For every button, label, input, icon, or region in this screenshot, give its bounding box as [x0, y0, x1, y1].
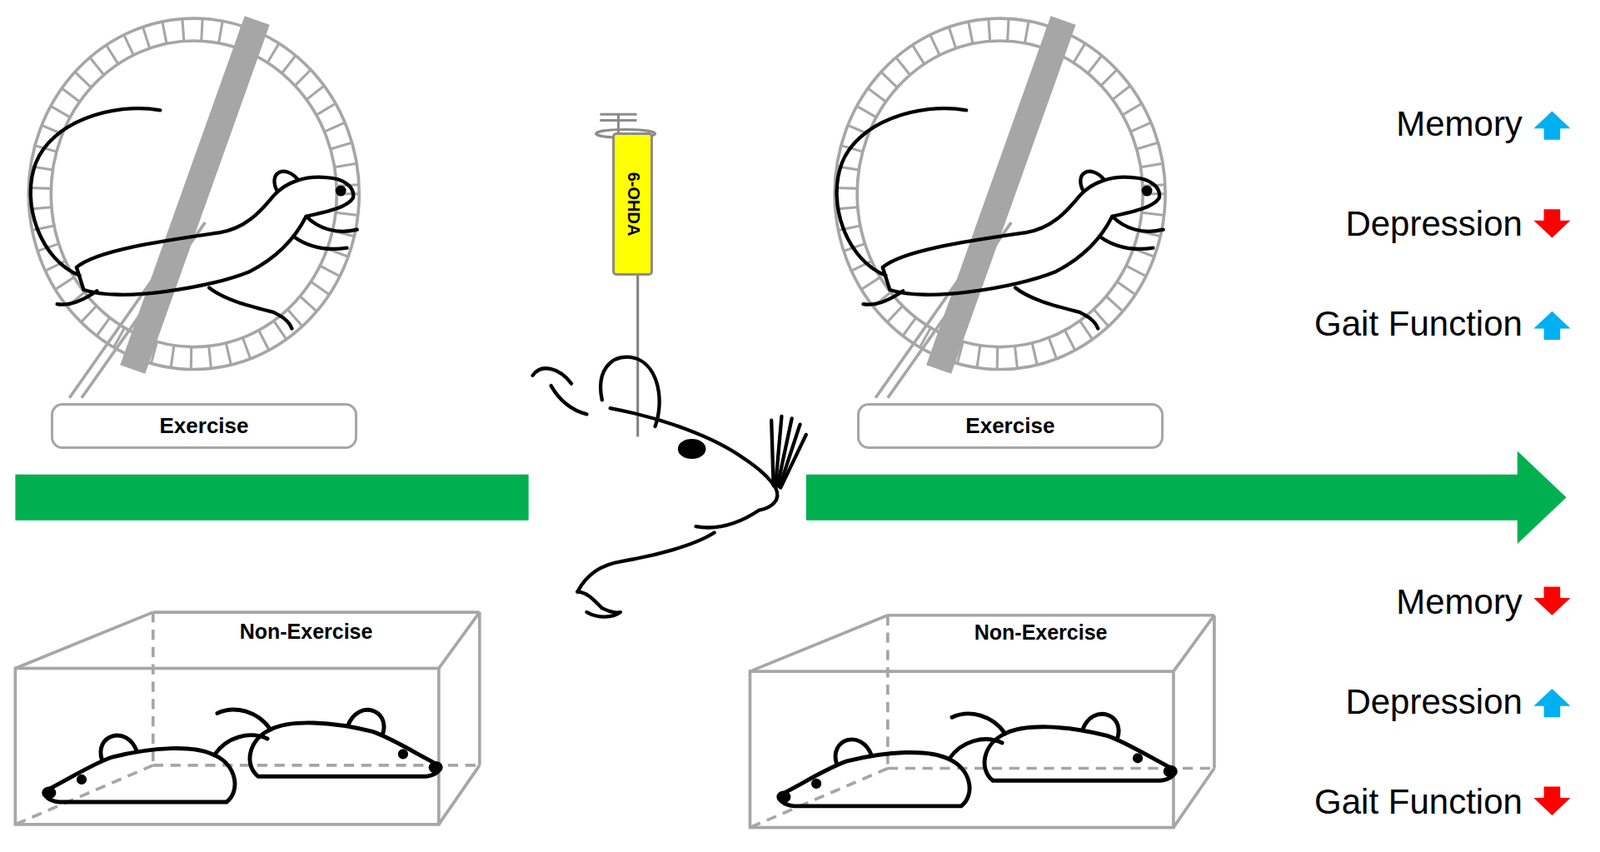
- increase-arrow: [1533, 688, 1571, 718]
- scaled-art: [14, 612, 479, 825]
- syringe-barrel: 6-OHDA: [612, 132, 653, 276]
- injected-rat: [577, 533, 714, 593]
- injected-rat: [551, 385, 588, 414]
- drug-label: 6-OHDA: [623, 172, 643, 237]
- outcome-label: Memory: [1395, 582, 1523, 623]
- increase-arrow: [1533, 111, 1571, 140]
- injected-rat: [610, 408, 776, 489]
- scaled-art: [28, 18, 359, 399]
- scaled-art: [778, 713, 1177, 807]
- injected-rat: [533, 368, 573, 384]
- wheel-base-label: Exercise: [50, 403, 358, 449]
- increase-arrow: [1533, 311, 1571, 340]
- cage-box: Non-Exercise: [749, 615, 1214, 829]
- wheel-base-label: Exercise: [857, 403, 1164, 449]
- timeline-arrow: [806, 451, 1567, 544]
- injected-rat: [696, 488, 778, 529]
- outcome-label: Memory: [1395, 104, 1523, 145]
- injected-rat: [577, 592, 620, 618]
- injected-rat: [533, 357, 807, 618]
- outcome-label: Gait Function: [1314, 304, 1523, 344]
- scaled-art: [749, 615, 1214, 828]
- outcome-label: Depression: [1345, 682, 1522, 723]
- group-label: Exercise: [159, 413, 250, 439]
- decrease-arrow: [1533, 787, 1571, 816]
- outcome-label: Gait Function: [1314, 782, 1523, 823]
- scaled-art: [834, 18, 1166, 399]
- decrease-arrow: [1533, 586, 1571, 615]
- scaled-art: [44, 709, 442, 803]
- decrease-arrow: [1533, 209, 1571, 238]
- scaled-art: [837, 108, 1164, 329]
- outcome-label: Depression: [1345, 204, 1522, 245]
- cage-box: Non-Exercise: [14, 612, 479, 825]
- group-label: Non-Exercise: [974, 620, 1108, 645]
- change-arrows: [1533, 111, 1571, 816]
- scaled-art: [30, 108, 358, 329]
- syringe-parts: [595, 114, 655, 437]
- timeline-bar: [14, 474, 529, 521]
- scaled-art: [14, 18, 1571, 828]
- injected-rat: [771, 420, 773, 486]
- group-label: Non-Exercise: [239, 619, 374, 644]
- injected-rat: [679, 440, 704, 458]
- group-label: Exercise: [965, 413, 1055, 439]
- injected-rat: [780, 434, 807, 489]
